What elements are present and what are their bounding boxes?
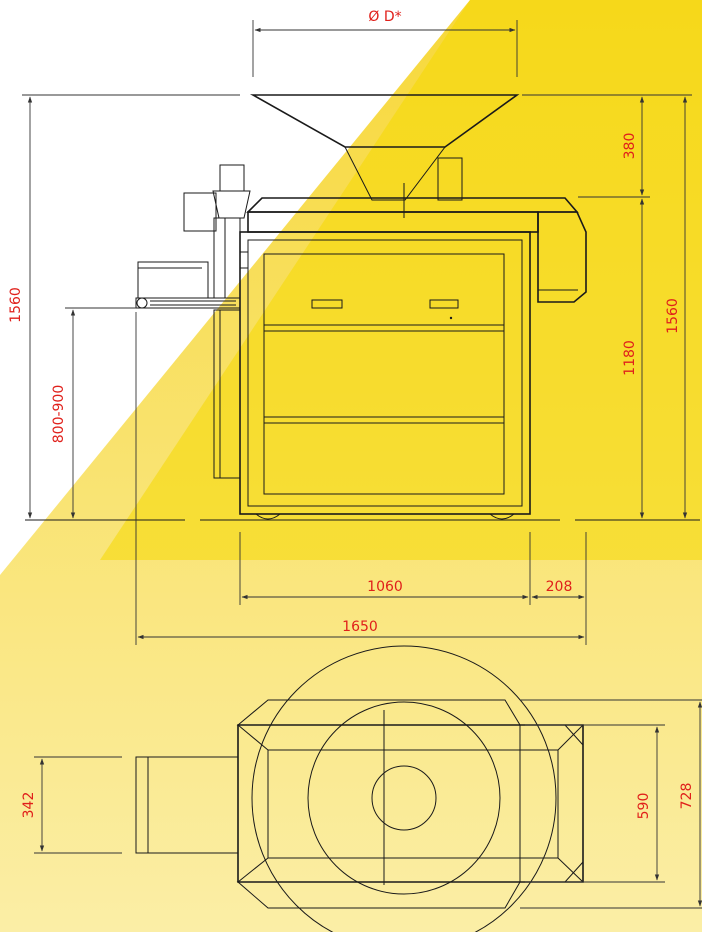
chute-cone xyxy=(212,190,251,219)
foot-right xyxy=(489,513,515,520)
side-housing xyxy=(537,211,587,303)
handle-left xyxy=(311,299,343,309)
top-view-diagonal xyxy=(237,724,269,751)
side-view xyxy=(25,94,700,521)
foot-left xyxy=(255,513,281,520)
top-view-inner-rect xyxy=(267,749,559,859)
base-width-label: 1060 xyxy=(367,579,403,595)
hopper-motor xyxy=(437,157,463,201)
top-view-diagonal xyxy=(557,857,584,883)
top-view-depth-small-label: 342 xyxy=(21,792,37,819)
dimension-labels: Ø D* 1560 800-900 380 1180 1560 1060 208… xyxy=(8,9,695,819)
chute-bracket xyxy=(239,251,249,269)
inner-circle xyxy=(307,701,501,895)
top-view-diagonal xyxy=(237,857,269,883)
yellow-diagonal-band-top xyxy=(100,0,702,560)
height-total-left-label: 1560 xyxy=(8,287,24,323)
outlet-circle xyxy=(371,765,437,831)
main-body-inner xyxy=(263,253,505,495)
feed-height-label: 800-900 xyxy=(51,385,67,444)
diameter-label: Ø D* xyxy=(368,9,401,25)
hopper-neck xyxy=(344,146,447,201)
top-view-lid xyxy=(236,881,521,909)
top-view-lid xyxy=(236,699,521,726)
chute-box xyxy=(183,192,217,232)
handle-right xyxy=(429,299,459,309)
indicator-dot xyxy=(449,316,453,320)
side-view-dimensions xyxy=(22,20,692,645)
side-offset-label: 208 xyxy=(546,579,573,595)
top-view-feed-table xyxy=(135,756,239,854)
height-total-right-label: 1560 xyxy=(665,298,681,334)
hopper-outline-circle xyxy=(251,645,557,932)
body-height-label: 1180 xyxy=(622,340,638,376)
conveyor-roller xyxy=(136,297,148,309)
main-body-frame xyxy=(247,239,523,507)
top-view-depth-inner-label: 590 xyxy=(636,793,652,820)
top-view-dimensions xyxy=(34,699,702,909)
conveyor-belt xyxy=(135,297,241,309)
top-view-depth-outer-label: 728 xyxy=(679,783,695,810)
total-width-label: 1650 xyxy=(342,619,378,635)
top-view-diagonal xyxy=(557,724,584,751)
side-panel xyxy=(213,309,241,479)
hopper-height-label: 380 xyxy=(622,133,638,160)
